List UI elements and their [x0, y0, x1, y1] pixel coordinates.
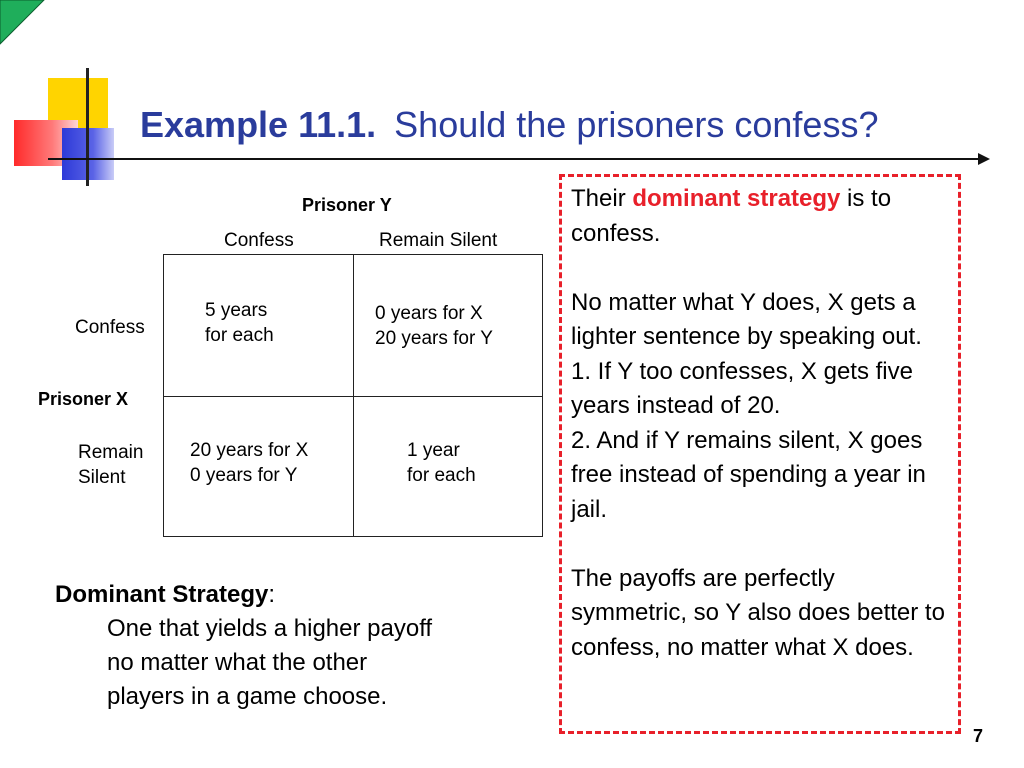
arrow-head-icon: [978, 153, 990, 165]
row-header-remain-silent: Remain Silent: [78, 442, 144, 488]
slide-title: Example 11.1. Should the prisoners confes…: [140, 104, 878, 146]
page-number: 7: [973, 726, 984, 746]
row-player-label: Prisoner X: [38, 389, 129, 409]
explanation-symmetry: The payoffs are perfectly symmetric, so …: [571, 564, 945, 661]
corner-triangle-decoration: [0, 0, 45, 45]
definition-line-2: no matter what the other: [107, 649, 368, 676]
explanation-dominant-strategy: Their dominant strategy is to confess.: [571, 185, 892, 247]
explanation-box: [559, 174, 961, 734]
definition-line-3: players in a game choose.: [107, 683, 388, 710]
matrix-vertical-divider: [353, 254, 354, 537]
definition-line-1: One that yields a higher payoff: [107, 615, 433, 642]
explanation-point-2: 2. And if Y remains silent, X goes free …: [571, 426, 926, 523]
definition-block: Dominant Strategy: One that yields a hig…: [55, 578, 525, 714]
explanation-point-1: 1. If Y too confesses, X gets five years…: [571, 357, 913, 420]
column-player-label: Prisoner Y: [302, 195, 392, 215]
row-header-confess: Confess: [75, 317, 145, 338]
title-example-number: Example 11.1.: [140, 104, 377, 145]
column-header-confess: Confess: [224, 230, 294, 251]
vertical-line-decoration: [86, 68, 89, 186]
column-header-remain-silent: Remain Silent: [379, 230, 498, 251]
title-underline: [48, 158, 982, 160]
title-question: Should the prisoners confess?: [394, 104, 879, 145]
definition-term: Dominant Strategy: [55, 581, 269, 608]
explanation-text: Their dominant strategy is to confess. N…: [571, 182, 955, 665]
matrix-horizontal-divider: [163, 396, 543, 397]
explanation-lighter-sentence: No matter what Y does, X gets a lighter …: [571, 288, 922, 351]
